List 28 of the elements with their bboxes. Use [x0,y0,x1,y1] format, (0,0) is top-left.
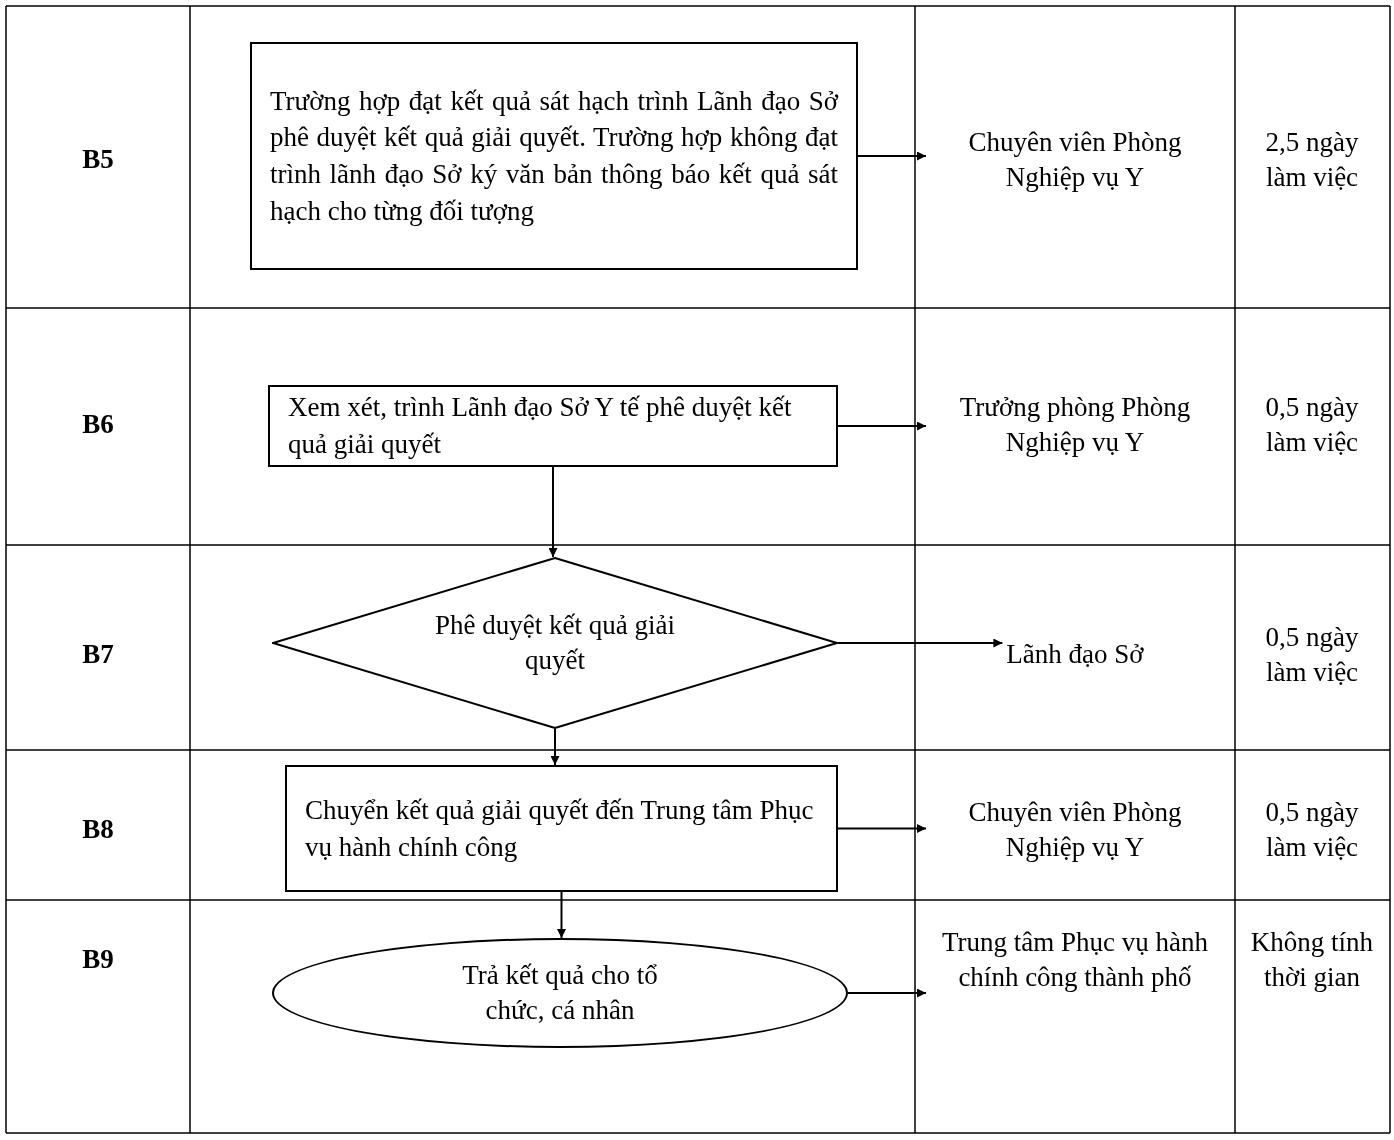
duration-text: 2,5 ngày làm việc [1264,125,1360,194]
responsible-text: Lãnh đạo Sở [1006,637,1144,673]
responsible-text: Trưởng phòng Phòng Nghiệp vụ Y [930,389,1220,461]
process-box: Trường hợp đạt kết quả sát hạch trình Lãnh đạo Sở phê duyệt kết quả giải quyết. Trường hợp không đạt trình lãnh đạo Sở ký văn bản thông báo kết quả sát hạch cho từng đối tượng [250,42,858,270]
arrow [857,151,927,161]
step-label: B7 [82,638,114,672]
duration-text: Không tính thời gian [1249,925,1375,994]
duration-text: 0,5 ngày làm việc [1264,795,1360,864]
step-label: B5 [82,143,114,177]
duration-text: 0,5 ngày làm việc [1264,390,1360,459]
arrow [548,466,558,558]
responsible-text: Chuyên viên Phòng Nghiệp vụ Y [930,124,1220,196]
terminal-ellipse: Trả kết quả cho tổ chức, cá nhân [272,938,848,1048]
arrow [557,891,566,939]
arrow [837,638,1004,648]
responsible-text: Chuyên viên Phòng Nghiệp vụ Y [930,794,1220,866]
process-box: Xem xét, trình Lãnh đạo Sở Y tế phê duyệt kết quả giải quyết [268,385,838,467]
arrow [847,988,927,998]
responsible-text: Trung tâm Phục vụ hành chính công thành phố [930,924,1220,996]
decision-diamond: Phê duyệt kết quả giải quyết [272,557,838,729]
arrow [550,728,560,766]
step-label: B8 [82,813,114,847]
duration-text: 0,5 ngày làm việc [1264,620,1360,689]
process-box: Chuyển kết quả giải quyết đến Trung tâm Phục vụ hành chính công [285,765,838,892]
step-label: B6 [82,408,114,442]
step-label: B9 [82,943,114,977]
arrow [837,824,927,833]
arrow [837,421,927,431]
